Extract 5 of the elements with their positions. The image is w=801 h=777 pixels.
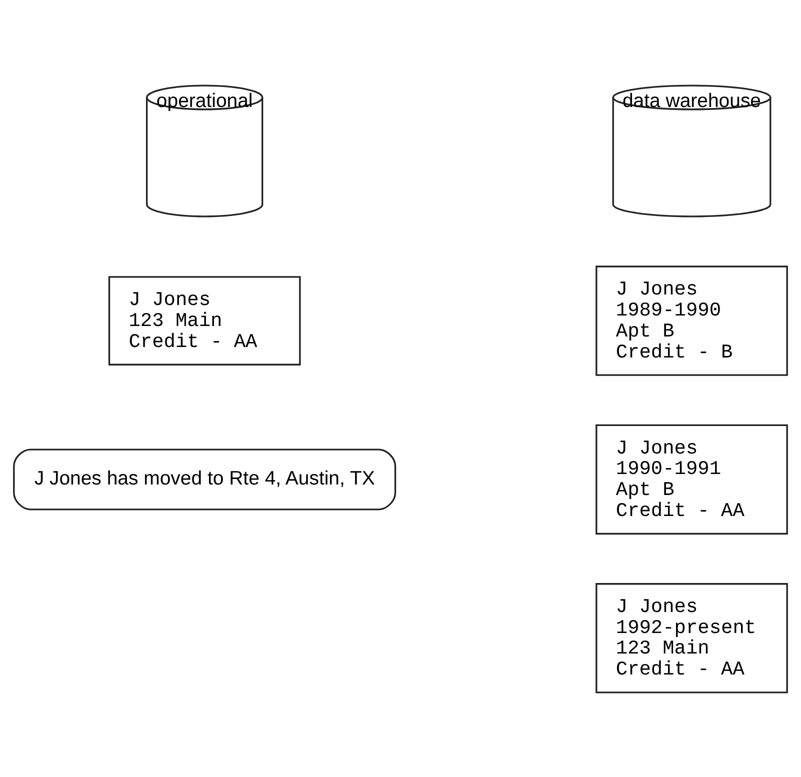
node-box: J Jones 1992-present 123 Main Credit - AA: [596, 582, 788, 693]
node-box: J Jones 1990-1991 Apt B Credit - AA: [596, 424, 788, 534]
node-box: J Jones has moved to Rte 4, Austin, TX: [13, 448, 396, 510]
node-box: J Jones 1989-1990 Apt B Credit - B: [596, 265, 788, 376]
node-box: J Jones 123 Main Credit - AA: [108, 276, 301, 365]
